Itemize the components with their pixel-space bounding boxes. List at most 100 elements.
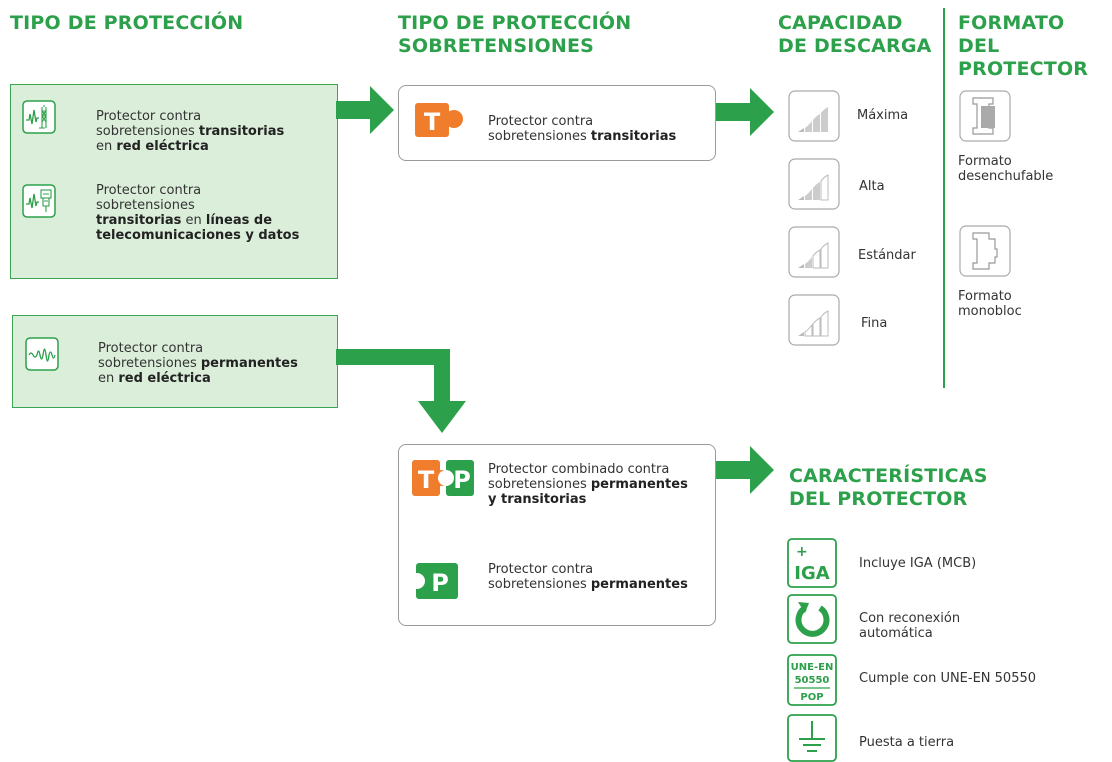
transient-power-mid: sobretensiones [96, 124, 199, 139]
transient-power-line2: sobretensiones transitorias [96, 124, 284, 139]
header-tipo-sobretensiones: TIPO DE PROTECCIÓN SOBRETENSIONES [398, 12, 631, 58]
header-formato-line2: PROTECTOR [958, 58, 1089, 80]
telecom-line-wave-icon [22, 184, 56, 218]
transient-power-bold1: transitorias [198, 124, 285, 139]
permanent-power-bold2: red eléctrica [118, 371, 211, 386]
monobloc-format-text: Formato monobloc [958, 289, 1022, 319]
permanent-power-mid: sobretensiones [98, 356, 201, 371]
tp-t-letter: T [418, 466, 435, 494]
combined-surge-line2: sobretensiones permanentes [488, 477, 688, 492]
reconnect-line2: automática [859, 626, 933, 641]
transient-telecom-bold2: líneas de [205, 213, 273, 228]
capacity-max-label: Máxima [857, 108, 909, 123]
transient-telecom-text: Protector contra sobretensiones transito… [96, 183, 299, 243]
permanent-surge-line2: sobretensiones permanentes [488, 577, 688, 592]
transient-surge-line1: Protector contra [488, 114, 594, 129]
monobloc-format-line2: monobloc [958, 304, 1022, 319]
capacity-high-icon [788, 158, 840, 210]
p-letter: P [431, 569, 449, 597]
power-line-wave-icon [22, 100, 56, 134]
transient-power-line1: Protector contra [96, 109, 202, 124]
arrow-right-to-capacity [714, 86, 776, 138]
tp-puzzle-icon: T P [410, 458, 476, 498]
permanent-protection-box [12, 315, 338, 408]
iga-icon: + IGA [787, 538, 837, 588]
transient-telecom-line2: sobretensiones [96, 198, 195, 213]
monobloc-format-line1: Formato [958, 289, 1012, 304]
header-tipo-proteccion: TIPO DE PROTECCIÓN [10, 12, 244, 34]
combined-surge-line3: y transitorias [488, 492, 688, 507]
capacity-max-icon [788, 90, 840, 142]
iga-label: Incluye IGA (MCB) [859, 556, 977, 571]
iga-plus: + [796, 544, 808, 560]
header-tipo-sobretensiones-line2: SOBRETENSIONES [398, 35, 595, 57]
header-tipo-sobretensiones-line1: TIPO DE PROTECCIÓN [398, 12, 632, 34]
header-caracteristicas: CARACTERÍSTICAS DEL PROTECTOR [789, 465, 988, 511]
pluggable-format-line2: desenchufable [958, 169, 1054, 184]
permanent-power-text: Protector contra sobretensiones permanen… [98, 341, 298, 386]
reconnect-text: Con reconexión automática [859, 611, 960, 641]
p-puzzle-icon: P [414, 561, 460, 601]
une-en-certification-icon: UNE-EN 50550 POP [787, 654, 837, 706]
permanent-power-line3: en red eléctrica [98, 371, 298, 386]
combined-surge-bold1: permanentes [590, 477, 688, 492]
reconnect-line1: Con reconexión [859, 611, 961, 626]
transient-surge-mid: sobretensiones [488, 129, 591, 144]
capacity-standard-icon [788, 226, 840, 278]
header-capacidad-line2: DE DESCARGA [778, 35, 932, 57]
transient-power-text: Protector contra sobretensiones transito… [96, 109, 284, 154]
t-puzzle-icon: T [414, 102, 464, 142]
header-capacidad-descarga: CAPACIDAD DE DESCARGA [778, 12, 932, 58]
ground-icon [787, 714, 837, 762]
une-icon-line3: POP [800, 692, 823, 703]
transient-telecom-mid: en [181, 213, 206, 228]
combined-surge-mid: sobretensiones [488, 477, 591, 492]
capacity-high-label: Alta [859, 179, 885, 194]
combined-surge-line1: Protector combinado contra [488, 462, 670, 477]
pluggable-format-text: Formato desenchufable [958, 154, 1053, 184]
permanent-power-line1: Protector contra [98, 341, 204, 356]
transient-power-mid2: en [96, 139, 117, 154]
header-formato-protector: FORMATO DEL PROTECTOR [958, 12, 1112, 81]
permanent-surge-line1: Protector contra [488, 562, 594, 577]
ground-label: Puesta a tierra [859, 735, 955, 750]
capacity-fine-label: Fina [861, 316, 888, 331]
iga-icon-text: IGA [794, 563, 829, 584]
t-letter: T [424, 108, 441, 136]
combined-surge-bold2: y transitorias [488, 492, 587, 507]
header-capacidad-line1: CAPACIDAD [778, 12, 903, 34]
transient-telecom-bold1: transitorias [96, 213, 182, 228]
une-icon-line1: UNE-EN [791, 662, 834, 673]
transient-telecom-bold3: telecomunicaciones y datos [96, 228, 300, 243]
permanent-power-bold1: permanentes [200, 356, 298, 371]
une-label: Cumple con UNE-EN 50550 [859, 671, 1037, 686]
monobloc-format-icon [959, 225, 1011, 277]
pluggable-format-line1: Formato [958, 154, 1012, 169]
permanent-surge-bold: permanentes [590, 577, 688, 592]
arrow-down-to-combined [336, 345, 472, 435]
permanent-surge-text: Protector contra sobretensiones permanen… [488, 562, 688, 592]
permanent-surge-mid: sobretensiones [488, 577, 591, 592]
transient-telecom-line4: telecomunicaciones y datos [96, 228, 299, 243]
une-icon-line2: 50550 [795, 675, 830, 686]
capacity-fine-icon [788, 294, 840, 346]
transient-surge-text: Protector contra sobretensiones transito… [488, 114, 676, 144]
column-divider [943, 8, 945, 388]
transient-power-bold2: red eléctrica [116, 139, 209, 154]
reconnect-icon [787, 594, 837, 644]
oscillating-wave-icon [25, 337, 59, 371]
tp-p-letter: P [453, 466, 471, 494]
capacity-standard-label: Estándar [858, 248, 916, 263]
transient-power-line3: en red eléctrica [96, 139, 284, 154]
arrow-right-to-transient [336, 84, 396, 136]
arrow-right-to-features [714, 444, 776, 496]
transient-telecom-line3: transitorias en líneas de [96, 213, 299, 228]
permanent-power-line2: sobretensiones permanentes [98, 356, 298, 371]
transient-protection-box [10, 84, 338, 279]
transient-surge-bold: transitorias [590, 129, 677, 144]
permanent-power-mid2: en [98, 371, 119, 386]
transient-surge-line2: sobretensiones transitorias [488, 129, 676, 144]
header-caracteristicas-line1: CARACTERÍSTICAS [789, 465, 988, 487]
pluggable-format-icon [959, 90, 1011, 142]
transient-telecom-line1: Protector contra [96, 183, 202, 198]
